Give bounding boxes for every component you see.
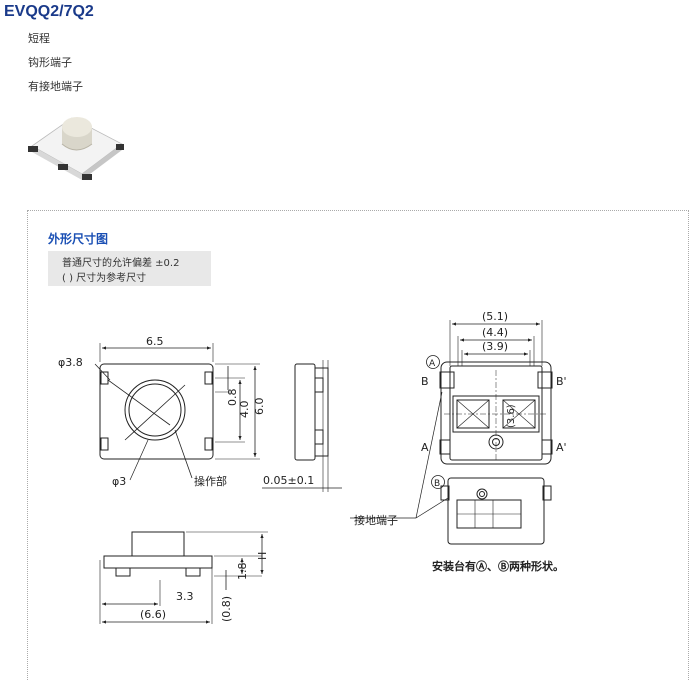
label-b-left: B [421,375,429,388]
dim-bottom-mid: (4.4) [482,326,508,339]
product-title: EVQQ2/7Q2 [4,3,94,20]
bottom-view-a [439,320,553,465]
reference-note: ( ) 尺寸为参考尺寸 [62,273,147,284]
dim-bottom-outer: (5.1) [482,310,508,323]
dim-width: 6.5 [146,335,164,348]
dim-gap: 0.8 [226,389,239,407]
dim-inner: 4.0 [238,401,251,419]
dim-side-h: H [256,552,269,560]
label-a-left: A [421,441,429,454]
dim-phi-large: φ3.8 [58,356,83,369]
dimension-panel [27,210,689,680]
mounting-label-b: B [431,475,445,489]
feature-hook-terminal: 钩形端子 [28,56,72,69]
side-view-bottom [99,531,268,624]
actuator-label: 操作部 [194,474,227,488]
dim-tolerance: 0.05±0.1 [263,474,314,487]
tolerance-note: 普通尺寸的允许偏差 ±0.2 [62,258,180,269]
feature-ground-terminal: 有接地端子 [28,80,83,93]
mounting-caption: 安装台有Ⓐ、Ⓑ两种形状。 [432,559,564,573]
dim-bottom-inner: (3.9) [482,340,508,353]
note-box [48,251,211,286]
dim-side-foot: (0.8) [220,596,233,622]
mounting-label-b-text: B [434,479,440,489]
top-view [99,343,260,479]
label-a-right: A' [556,441,567,454]
section-title: 外形尺寸图 [48,232,109,246]
dim-bottom-center: (3.6) [506,404,517,428]
side-view-right [262,360,342,492]
mounting-label-a: A [426,355,440,369]
product-photo [28,117,124,180]
feature-short-stroke: 短程 [28,32,50,45]
dim-height: 6.0 [253,398,266,416]
dim-side-total: (6.6) [140,608,166,621]
bottom-view-b [440,477,552,545]
dim-side-height: 1.8 [236,563,249,581]
label-b-right: B' [556,375,567,388]
ground-terminal-label: 接地端子 [354,514,398,527]
dim-phi-small: φ3 [112,475,126,488]
mounting-label-a-text: A [429,359,436,369]
dim-side-base: 3.3 [176,590,194,603]
